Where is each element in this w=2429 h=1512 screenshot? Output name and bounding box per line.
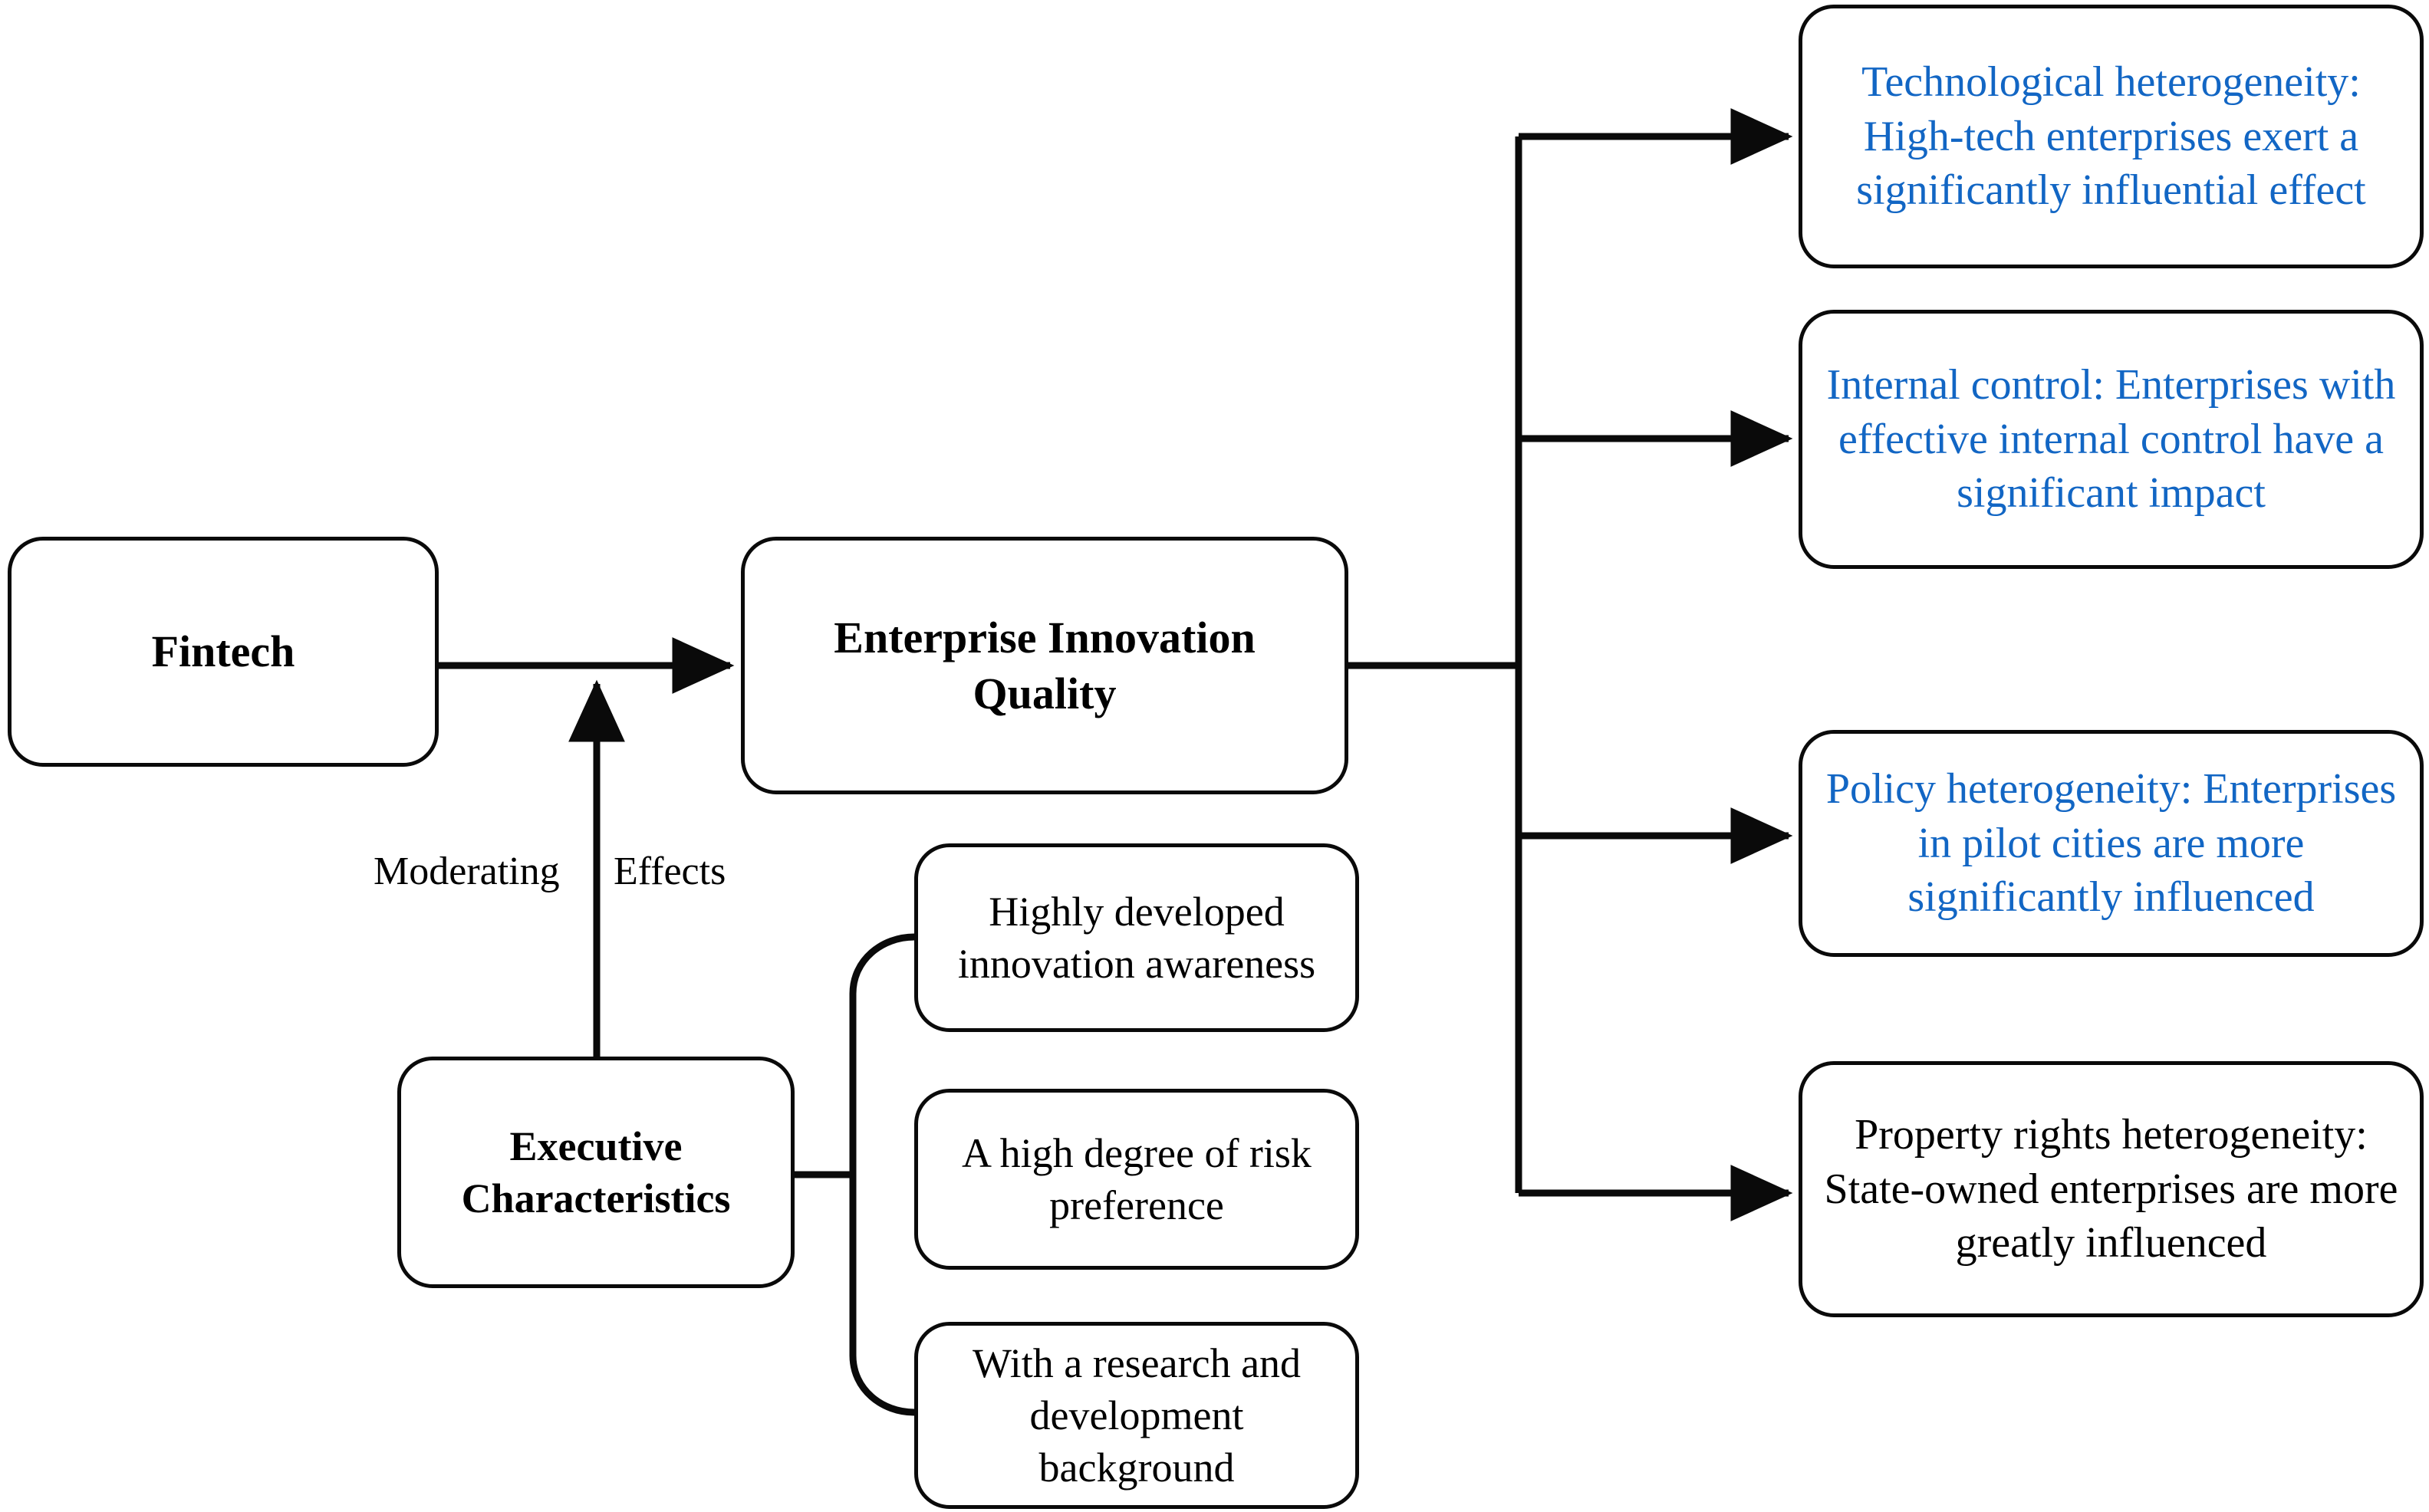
node-result-technological-heterogeneity[interactable]: Technological heterogeneity: High-tech e…	[1799, 5, 2424, 268]
node-result-property-rights-heterogeneity[interactable]: Property rights heterogeneity: State-own…	[1799, 1061, 2424, 1317]
node-fintech-label: Fintech	[151, 626, 295, 677]
node-result-policy-heterogeneity-label: Policy heterogeneity: Enterprises in pil…	[1825, 765, 2397, 922]
node-result-property-rights-heterogeneity-label: Property rights heterogeneity: State-own…	[1824, 1111, 2398, 1267]
node-trait-risk-preference-label: A high degree of risk preference	[962, 1129, 1312, 1228]
node-result-internal-control-label: Internal control: Enterprises with effec…	[1826, 361, 2396, 518]
node-trait-rnd-background-label: With a research and development backgrou…	[972, 1339, 1302, 1491]
node-result-technological-heterogeneity-label: Technological heterogeneity: High-tech e…	[1856, 58, 2366, 215]
moderating-effects-label-left: Moderating	[374, 850, 560, 893]
node-trait-innovation-awareness-label: Highly developed innovation awareness	[957, 888, 1316, 987]
node-enterprise-innovation-quality-label: Enterprise Innovation Quality	[834, 612, 1256, 718]
node-executive-characteristics[interactable]: Executive Characteristics	[397, 1057, 795, 1288]
node-trait-risk-preference[interactable]: A high degree of risk preference	[914, 1089, 1359, 1270]
trait-group-brace	[849, 933, 915, 1416]
node-trait-innovation-awareness[interactable]: Highly developed innovation awareness	[914, 843, 1359, 1032]
node-result-internal-control[interactable]: Internal control: Enterprises with effec…	[1799, 310, 2424, 569]
moderating-effects-label-right: Effects	[614, 850, 726, 893]
node-executive-characteristics-label: Executive Characteristics	[461, 1122, 731, 1221]
node-enterprise-innovation-quality[interactable]: Enterprise Innovation Quality	[741, 537, 1348, 794]
node-fintech[interactable]: Fintech	[8, 537, 439, 767]
node-trait-rnd-background[interactable]: With a research and development backgrou…	[914, 1322, 1359, 1509]
node-result-policy-heterogeneity[interactable]: Policy heterogeneity: Enterprises in pil…	[1799, 730, 2424, 957]
